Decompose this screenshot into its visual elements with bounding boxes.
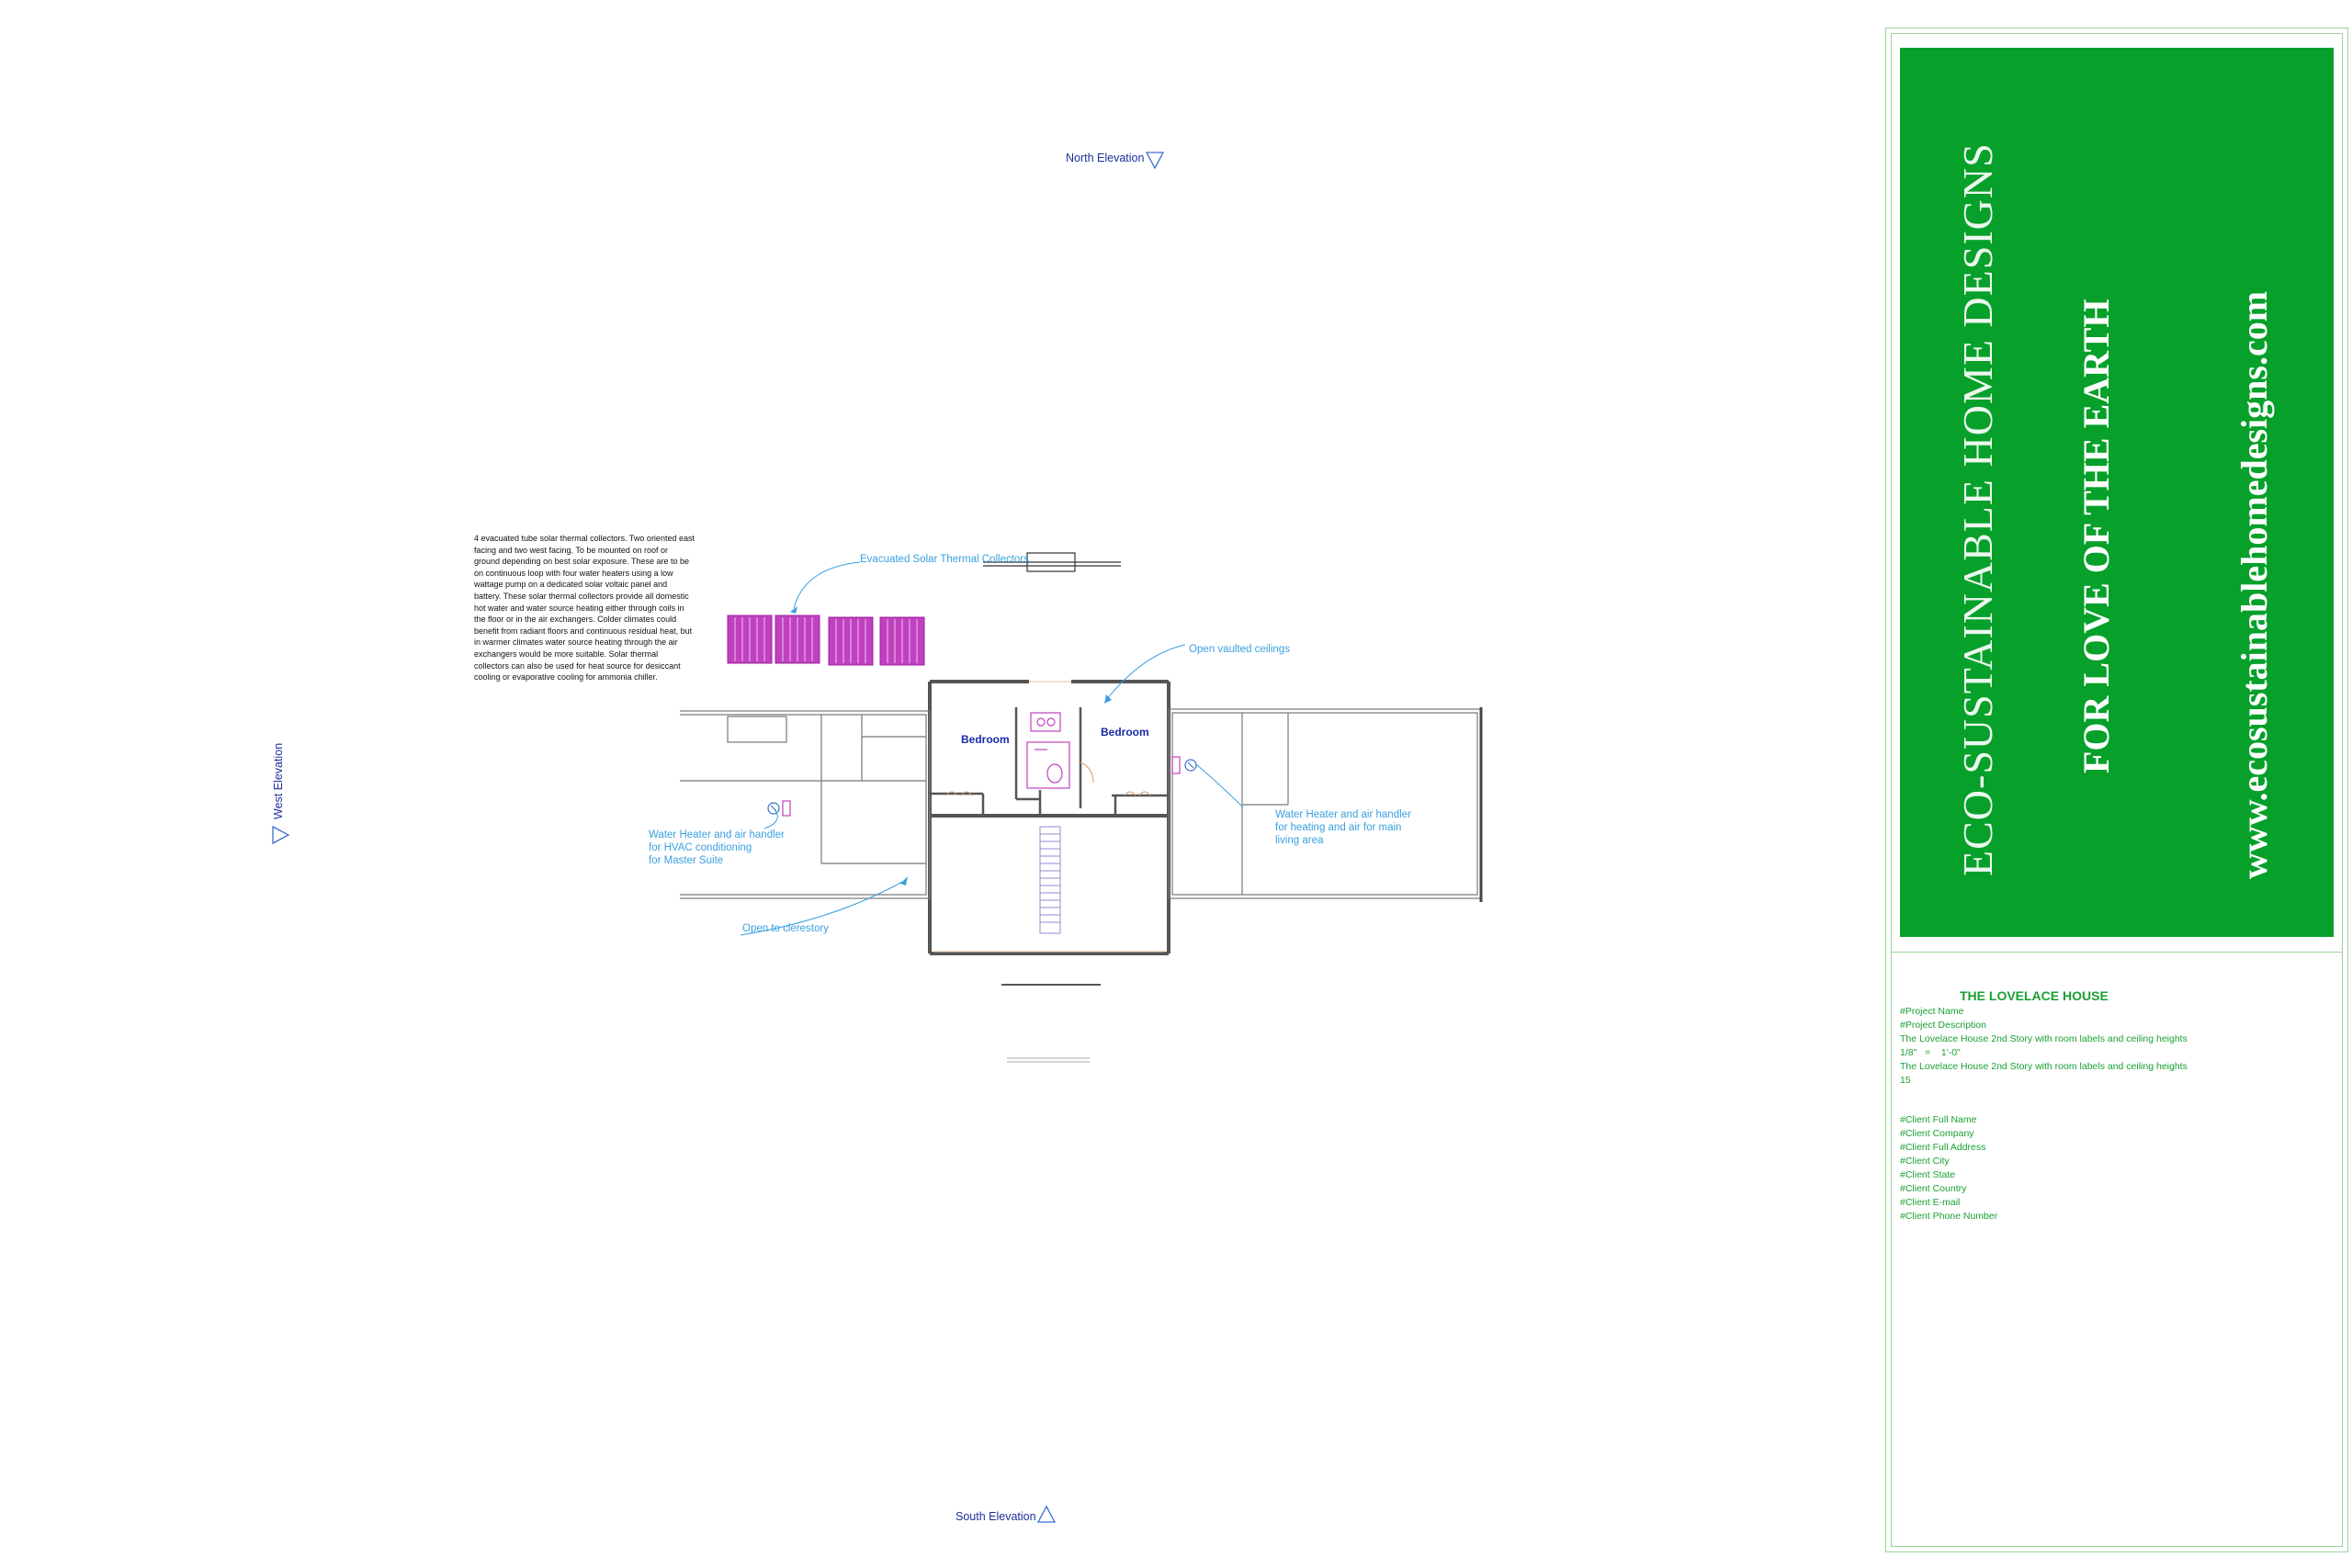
callout-water-heater-right: Water Heater and air handler for heating… [1275,809,1411,846]
brand-panel: ECO-SUSTAINABLE HOME DESIGNS FOR LOVE OF… [1900,48,2334,937]
stair [1039,826,1061,934]
west-elevation-triangle-icon [272,825,290,845]
client-info: #Client Full Name #Client Company #Clien… [1900,1114,1998,1222]
callout-solar-collectors: Evacuated Solar Thermal Collectors [860,554,1029,565]
title-block-inner-frame [1891,33,2343,1547]
callout-leaders [740,561,1243,936]
title-block-divider [1891,952,2343,953]
south-elevation-marker: South Elevation [956,1510,1036,1523]
north-elevation-triangle-icon [1145,152,1165,170]
top-window-element [983,552,1121,572]
left-wing [680,710,931,899]
center-walls [928,680,1170,955]
company-slogan: FOR LOVE OF THE EARTH [2075,299,2117,773]
north-elevation-marker: North Elevation [1066,152,1144,164]
bathroom-fixtures [1026,712,1070,789]
callout-clerestory: Open to clerestory [742,923,829,934]
south-elevation-label: South Elevation [956,1510,1036,1523]
title-block-frame [1885,28,2348,1552]
west-elevation-marker: West Elevation [272,743,285,819]
water-heater-left [782,800,791,817]
callout-water-heater-left: Water Heater and air handler for HVAC co… [649,829,785,866]
callout-vaulted-ceilings: Open vaulted ceilings [1189,644,1290,655]
water-heater-right [1171,756,1181,774]
west-elevation-label: West Elevation [272,742,285,819]
upper-partitions [930,707,1169,816]
door-swings [945,761,1151,796]
project-title: THE LOVELACE HOUSE [1960,988,2109,1003]
right-wing [1168,708,1482,899]
company-website: www.ecosustainablehomedesigns.com [2233,290,2275,879]
north-elevation-label: North Elevation [1066,152,1145,164]
room-label-bedroom-right: Bedroom [1101,726,1149,739]
south-elevation-triangle-icon [1036,1505,1057,1523]
solar-notes-text: 4 evacuated tube solar thermal collector… [474,534,695,682]
floor-plan-drawing [680,552,1483,1063]
room-label-bedroom-left: Bedroom [961,733,1010,746]
company-name: ECO-SUSTAINABLE HOME DESIGNS [1954,142,2001,876]
project-info: #Project Name #Project Description The L… [1900,1006,2188,1086]
solar-collectors [727,615,925,666]
